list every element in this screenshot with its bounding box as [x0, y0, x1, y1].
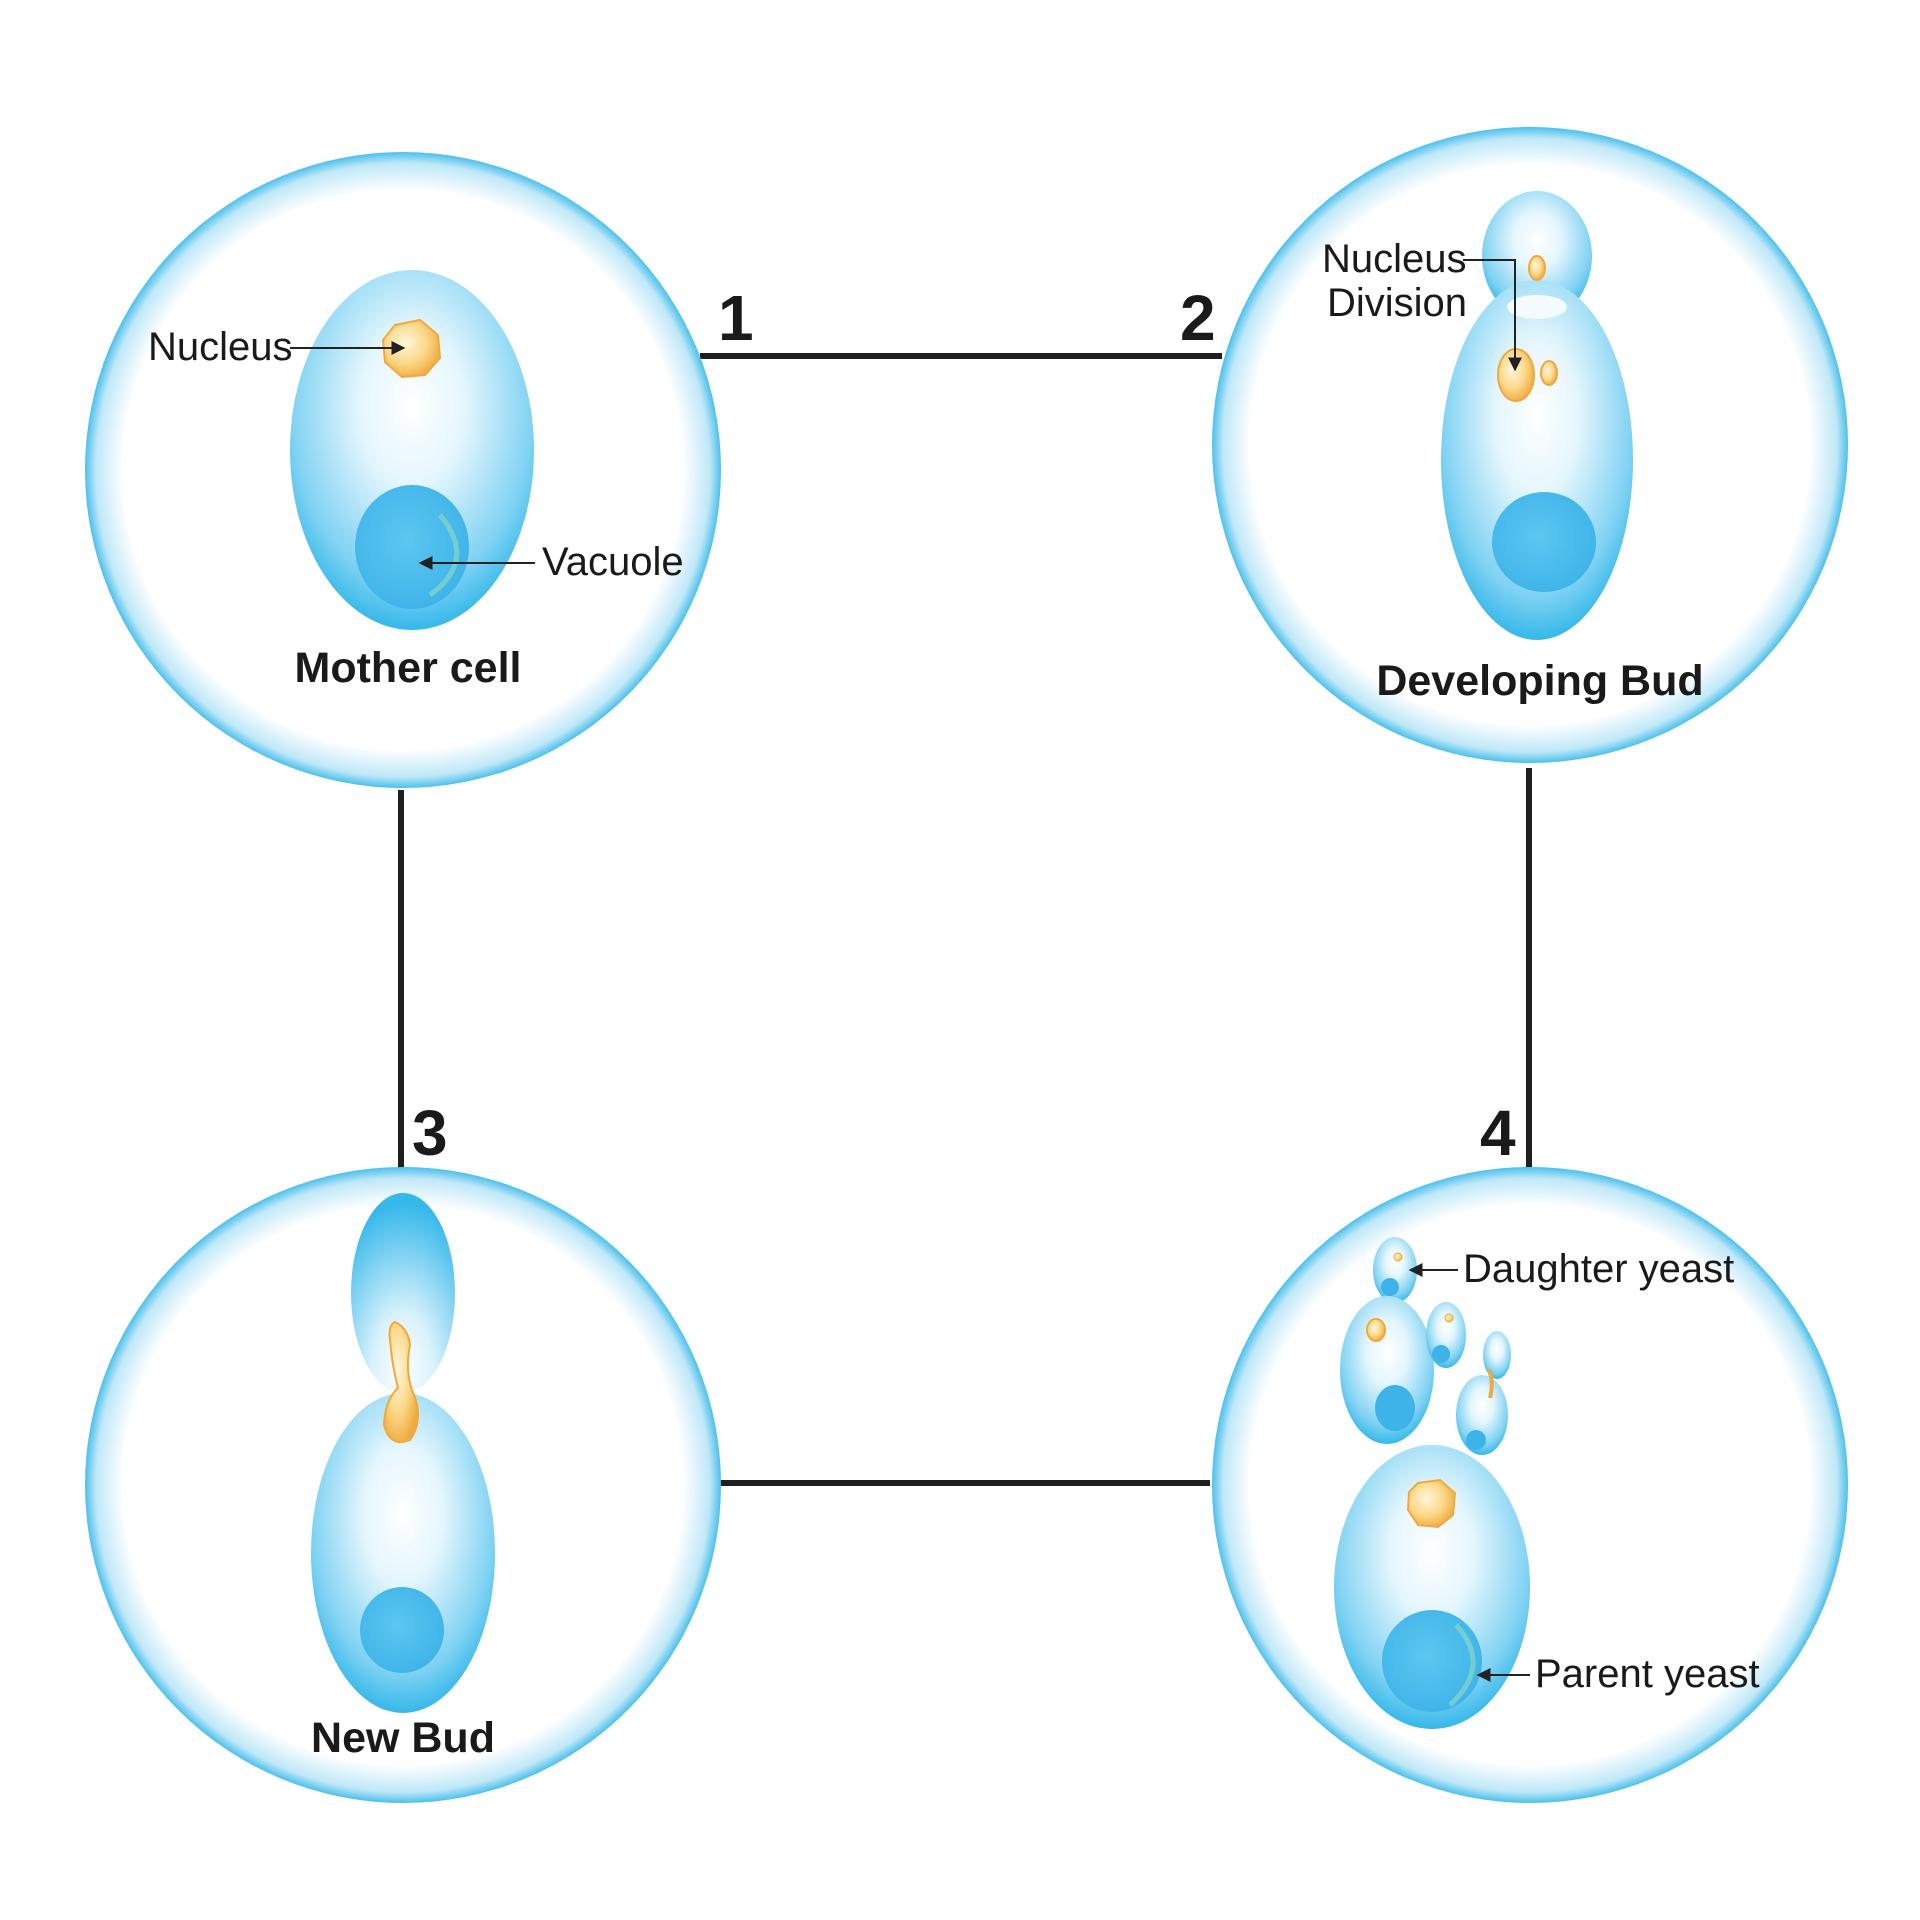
label-vacuole: Vacuole [542, 540, 684, 584]
panel-mother-cell: Nucleus Vacuole Mother cell [85, 152, 721, 788]
panel-new-bud: New Bud [85, 1167, 721, 1803]
vacuole [360, 1587, 444, 1673]
label-nucleus-division-1: Nucleus [1322, 237, 1467, 281]
step-number-1: 1 [718, 282, 754, 354]
label-nucleus: Nucleus [148, 325, 293, 369]
bud-body [351, 1193, 455, 1393]
label-daughter-yeast: Daughter yeast [1463, 1247, 1734, 1291]
daughter-yeast [1483, 1331, 1511, 1379]
step-number-4: 4 [1480, 1097, 1516, 1169]
dividing-nucleus-small [1540, 360, 1558, 386]
title-new-bud: New Bud [311, 1714, 495, 1762]
vacuole [1382, 1610, 1482, 1712]
mother-cell-body [290, 270, 534, 630]
panel-developing-bud: Nucleus Division Developing Bud [1212, 127, 1848, 763]
label-parent-yeast: Parent yeast [1535, 1652, 1760, 1696]
step-number-3: 3 [412, 1097, 448, 1169]
step-number-2: 2 [1180, 282, 1216, 354]
vacuole [355, 485, 469, 609]
label-nucleus-division-2: Division [1327, 281, 1467, 325]
bud-nucleus [1528, 255, 1546, 281]
panel-budding-colony: Daughter yeast Parent yeast [1212, 1167, 1848, 1803]
nucleus [1406, 1478, 1457, 1529]
vacuole [1492, 492, 1596, 592]
title-developing-bud: Developing Bud [1376, 657, 1703, 705]
dividing-nucleus [382, 1320, 419, 1444]
title-mother-cell: Mother cell [295, 644, 522, 692]
parent-body [311, 1393, 495, 1713]
